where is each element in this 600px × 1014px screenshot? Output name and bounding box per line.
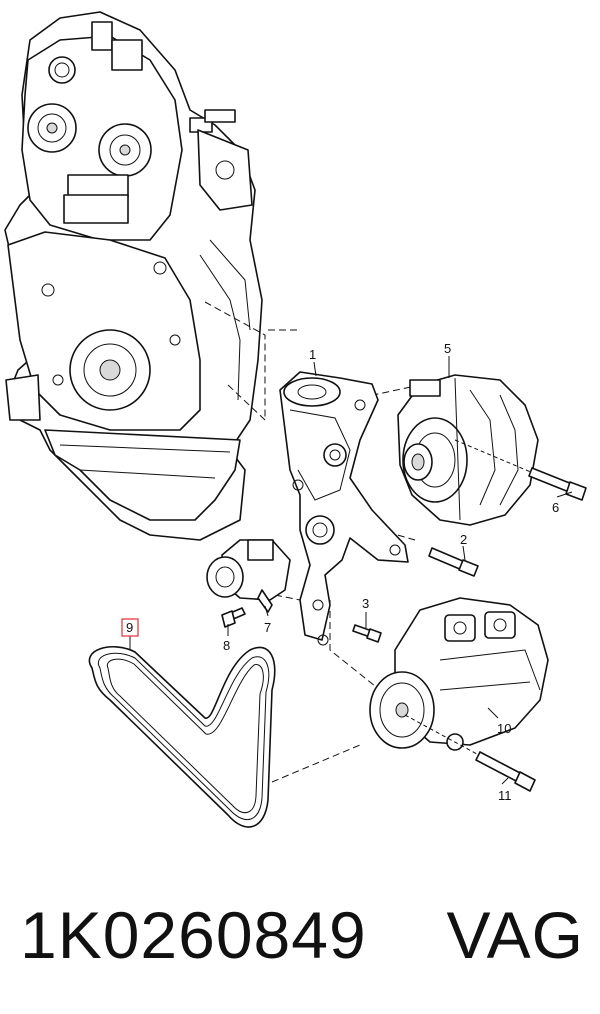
callout-1: 1 <box>309 347 316 362</box>
part-8-bolt <box>221 607 246 628</box>
part-3-bolt <box>352 624 382 643</box>
engine-block <box>4 11 263 541</box>
callout-9-highlight-box <box>121 618 139 637</box>
part-9-v-belt <box>88 645 276 828</box>
callout-6: 6 <box>552 500 559 515</box>
callout-8: 8 <box>223 638 230 653</box>
part-2-bolt <box>428 547 479 577</box>
callout-leaders <box>129 356 573 785</box>
part-6-bolt <box>454 439 587 501</box>
part-7-tensioner <box>206 539 291 613</box>
part-number: 1K0260849 <box>20 898 367 972</box>
part-5-alternator <box>397 374 539 526</box>
exploded-parts-diagram: 1 5 6 2 3 7 8 9 10 11 <box>4 11 587 828</box>
callout-5: 5 <box>444 341 451 356</box>
callout-3: 3 <box>362 596 369 611</box>
part-11-bolt <box>404 714 536 792</box>
brand-name: VAG <box>446 898 584 972</box>
callout-labels: 1 5 6 2 3 7 8 9 10 11 <box>121 341 559 803</box>
callout-7: 7 <box>264 620 271 635</box>
callout-2: 2 <box>460 532 467 547</box>
belt-guide-line <box>271 744 361 783</box>
caption-bar: 1K0260849 VAG <box>0 880 600 990</box>
part-1-accessory-bracket <box>279 371 409 646</box>
callout-9: 9 <box>126 620 133 635</box>
callout-10: 10 <box>497 721 511 736</box>
part-10-ac-compressor <box>369 597 549 751</box>
callout-11: 11 <box>498 788 512 803</box>
